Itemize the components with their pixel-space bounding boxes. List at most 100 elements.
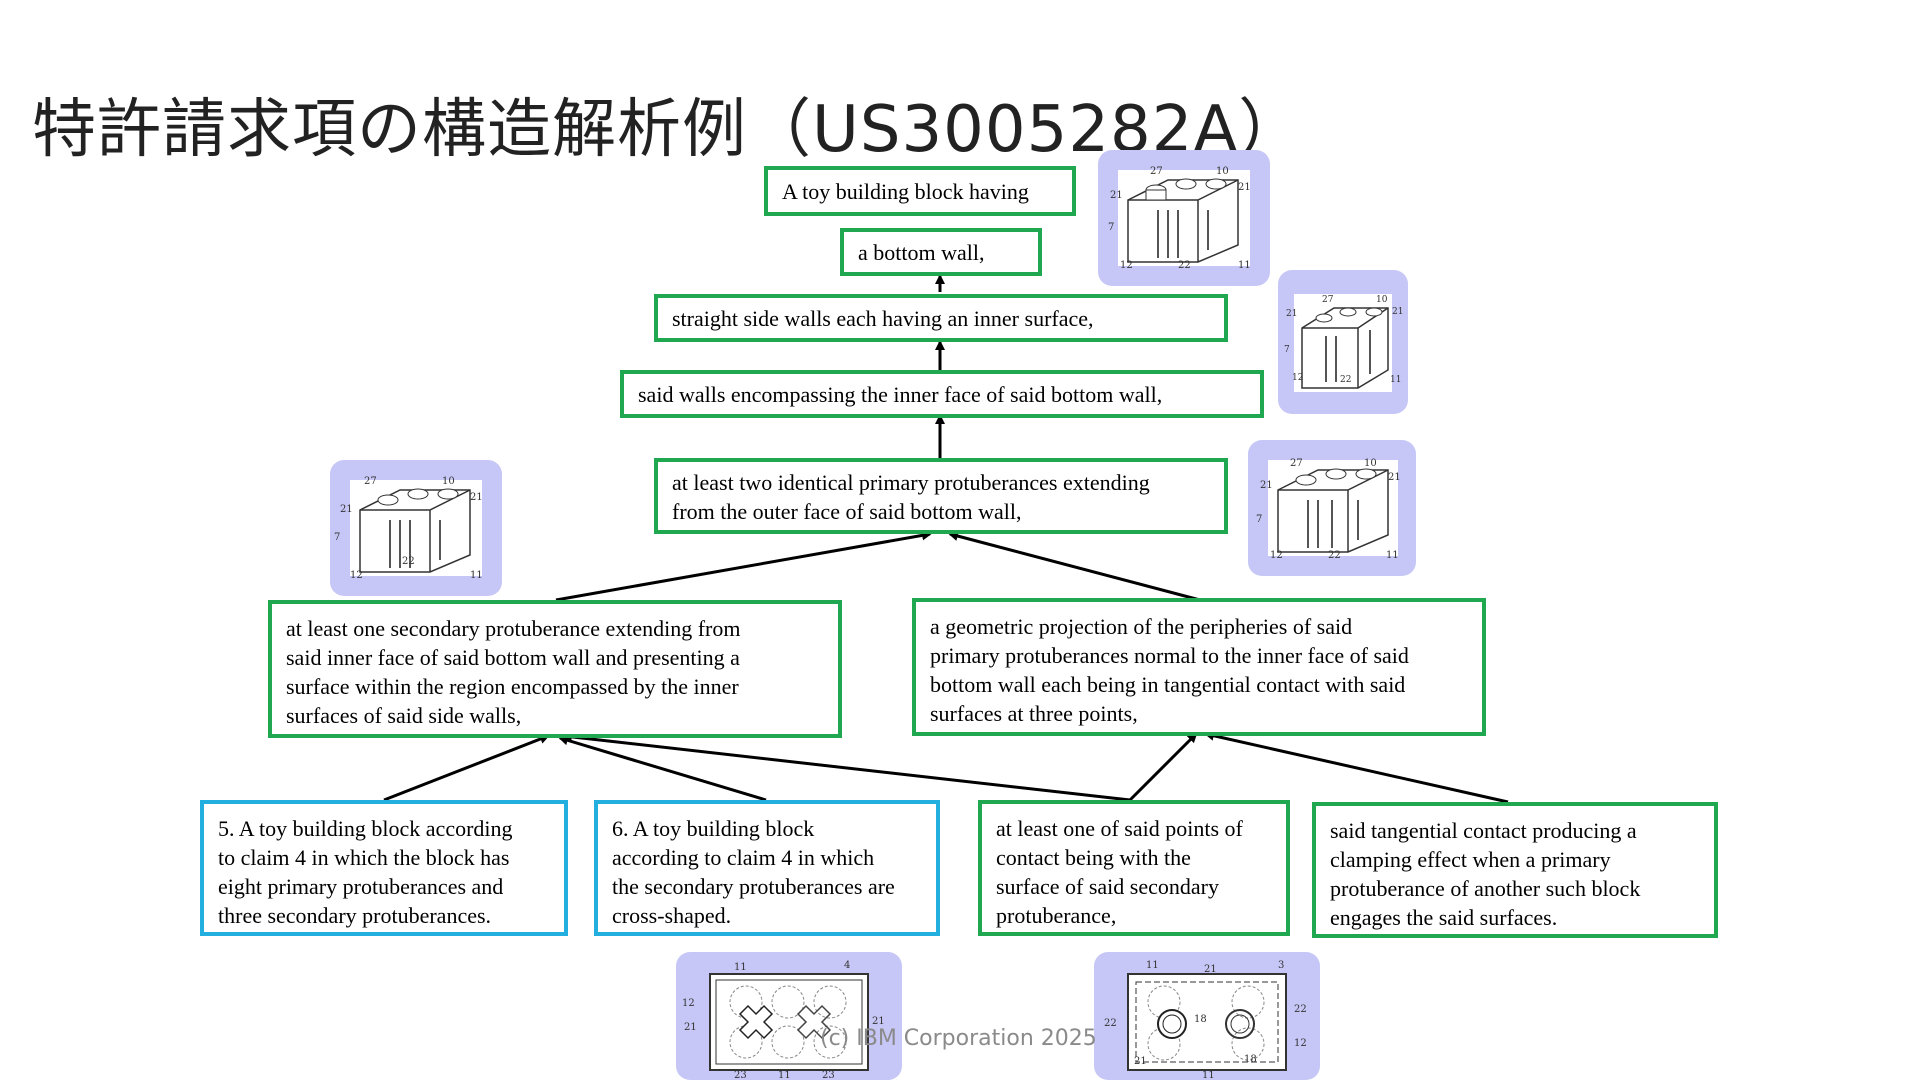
fig-label: 10 [1216, 166, 1229, 177]
page-title: 特許請求項の構造解析例（US3005282A） [32, 93, 1304, 167]
fig-label: 3 [1278, 960, 1284, 971]
fig-label: 22 [1104, 1018, 1117, 1029]
node-text-line: protuberance of another such block [1330, 876, 1641, 901]
claim-node-primary-protuberances: at least two identical primary protubera… [654, 458, 1228, 534]
claim-node-secondary-protuberance: at least one secondary protuberance exte… [268, 600, 842, 738]
node-text-line: at least two identical primary protubera… [672, 470, 1150, 495]
claim-node-clamping-effect: said tangential contact producing a clam… [1312, 802, 1718, 938]
fig-label: 21 [470, 492, 483, 503]
plan-drawing: 11 4 12 21 21 23 11 23 [682, 960, 885, 1081]
node-text-line: surface of said secondary [996, 874, 1219, 899]
fig-label: 10 [1364, 458, 1377, 469]
fig-label: 7 [334, 532, 340, 543]
node-text: said walls encompassing the inner face o… [638, 381, 1163, 407]
fig-label: 27 [1290, 458, 1303, 469]
arrow [1128, 732, 1198, 802]
patent-figure-plan-right: 11 21 3 22 18 22 12 21 11 18 [1094, 952, 1320, 1081]
node-text-line: to claim 4 in which the block has [218, 845, 510, 870]
fig-label: 10 [1376, 295, 1388, 305]
node-text-line: at least one of said points of [996, 816, 1243, 841]
fig-label: 21 [1388, 472, 1401, 483]
fig-label: 12 [1270, 550, 1283, 561]
node-text-line: 5. A toy building block according [218, 816, 513, 841]
arrow [558, 735, 767, 802]
node-text-line: protuberance, [996, 903, 1117, 928]
fig-label: 22 [1340, 375, 1351, 385]
node-text-line: 6. A toy building block [612, 816, 815, 841]
node-text-line: according to claim 4 in which [612, 845, 875, 870]
fig-label: 11 [470, 570, 483, 581]
fig-label: 21 [1134, 1056, 1147, 1067]
dependent-claim-6: 6. A toy building block according to cla… [594, 800, 940, 936]
fig-label: 21 [1260, 480, 1273, 491]
node-text-line: primary protuberances normal to the inne… [930, 643, 1409, 668]
node-text: a bottom wall, [858, 239, 985, 265]
fig-label: 21 [340, 504, 353, 515]
node-text-line: surfaces of said side walls, [286, 703, 522, 728]
fig-label: 7 [1108, 222, 1114, 233]
fig-label: 22 [1178, 260, 1191, 271]
node-text-line: the secondary protuberances are [612, 874, 895, 899]
patent-figure-block-1: 21 27 10 21 7 12 22 11 [1098, 150, 1270, 286]
fig-label: 18 [1244, 1054, 1257, 1065]
node-text-line: a geometric projection of the peripherie… [930, 614, 1353, 639]
dependent-claim-5: 5. A toy building block according to cla… [200, 800, 568, 936]
arrow [383, 734, 550, 802]
node-text-line: surface within the region encompassed by… [286, 674, 739, 699]
node-text-line: said inner face of said bottom wall and … [286, 645, 740, 670]
fig-label: 12 [1294, 1038, 1307, 1049]
fig-label: 7 [1256, 514, 1262, 525]
node-text-line: contact being with the [996, 845, 1191, 870]
fig-label: 12 [350, 570, 363, 581]
arrow [562, 731, 1131, 802]
fig-label: 27 [1322, 295, 1334, 305]
block-drawing: 21 27 10 21 7 12 22 11 [1256, 458, 1401, 561]
fig-label: 22 [1328, 550, 1341, 561]
fig-label: 22 [402, 556, 415, 567]
fig-label: 21 [1204, 964, 1217, 975]
fig-label: 7 [1284, 345, 1290, 355]
claim-node-contact-points: at least one of said points of contact b… [978, 800, 1290, 936]
fig-label: 4 [844, 960, 850, 971]
patent-figure-block-3: 21 27 10 21 7 12 22 11 [1248, 440, 1416, 576]
node-text-line: at least one secondary protuberance exte… [286, 616, 741, 641]
block-drawing: 21 27 10 21 7 12 22 11 [334, 476, 483, 581]
fig-label: 12 [1120, 260, 1133, 271]
fig-label: 11 [1146, 960, 1159, 971]
fig-label: 27 [364, 476, 377, 487]
fig-label: 11 [1238, 260, 1251, 271]
arrow [948, 531, 1201, 602]
arrow [1204, 730, 1509, 804]
node-text-line: said tangential contact producing a [1330, 818, 1637, 843]
copyright-footer: (c) IBM Corporation 2025 [820, 1026, 1097, 1051]
patent-figure-block-2: 21 27 10 21 7 12 22 11 [1278, 270, 1408, 414]
fig-label: 12 [1292, 373, 1303, 383]
fig-label: 21 [1392, 307, 1403, 317]
node-text-line: three secondary protuberances. [218, 903, 492, 928]
patent-figure-block-4: 21 27 10 21 7 12 22 11 [330, 460, 502, 596]
fig-label: 21 [1238, 182, 1251, 193]
arrow [555, 530, 932, 602]
fig-label: 11 [734, 962, 747, 973]
block-drawing: 21 27 10 21 7 12 22 11 [1108, 166, 1251, 271]
node-text-line: surfaces at three points, [930, 701, 1138, 726]
fig-label: 21 [684, 1022, 697, 1033]
block-drawing: 21 27 10 21 7 12 22 11 [1284, 294, 1403, 392]
fig-label: 11 [1390, 375, 1401, 385]
fig-label: 11 [1202, 1070, 1215, 1080]
fig-label: 18 [1194, 1014, 1207, 1025]
fig-label: 27 [1150, 166, 1163, 177]
node-text-line: engages the said surfaces. [1330, 905, 1558, 930]
fig-label: 11 [1386, 550, 1399, 561]
node-text-line: bottom wall each being in tangential con… [930, 672, 1406, 697]
patent-figure-plan-left: 11 4 12 21 21 23 11 23 [676, 952, 902, 1081]
claim-node-bottom-wall: a bottom wall, [840, 228, 1042, 276]
claim-node-side-walls: straight side walls each having an inner… [654, 294, 1228, 342]
fig-label: 23 [734, 1070, 747, 1080]
node-text-line: cross-shaped. [612, 903, 732, 928]
claim-node-walls-encompassing: said walls encompassing the inner face o… [620, 370, 1264, 418]
fig-label: 21 [872, 1016, 885, 1027]
node-text: A toy building block having [782, 178, 1029, 204]
fig-label: 21 [1110, 190, 1123, 201]
